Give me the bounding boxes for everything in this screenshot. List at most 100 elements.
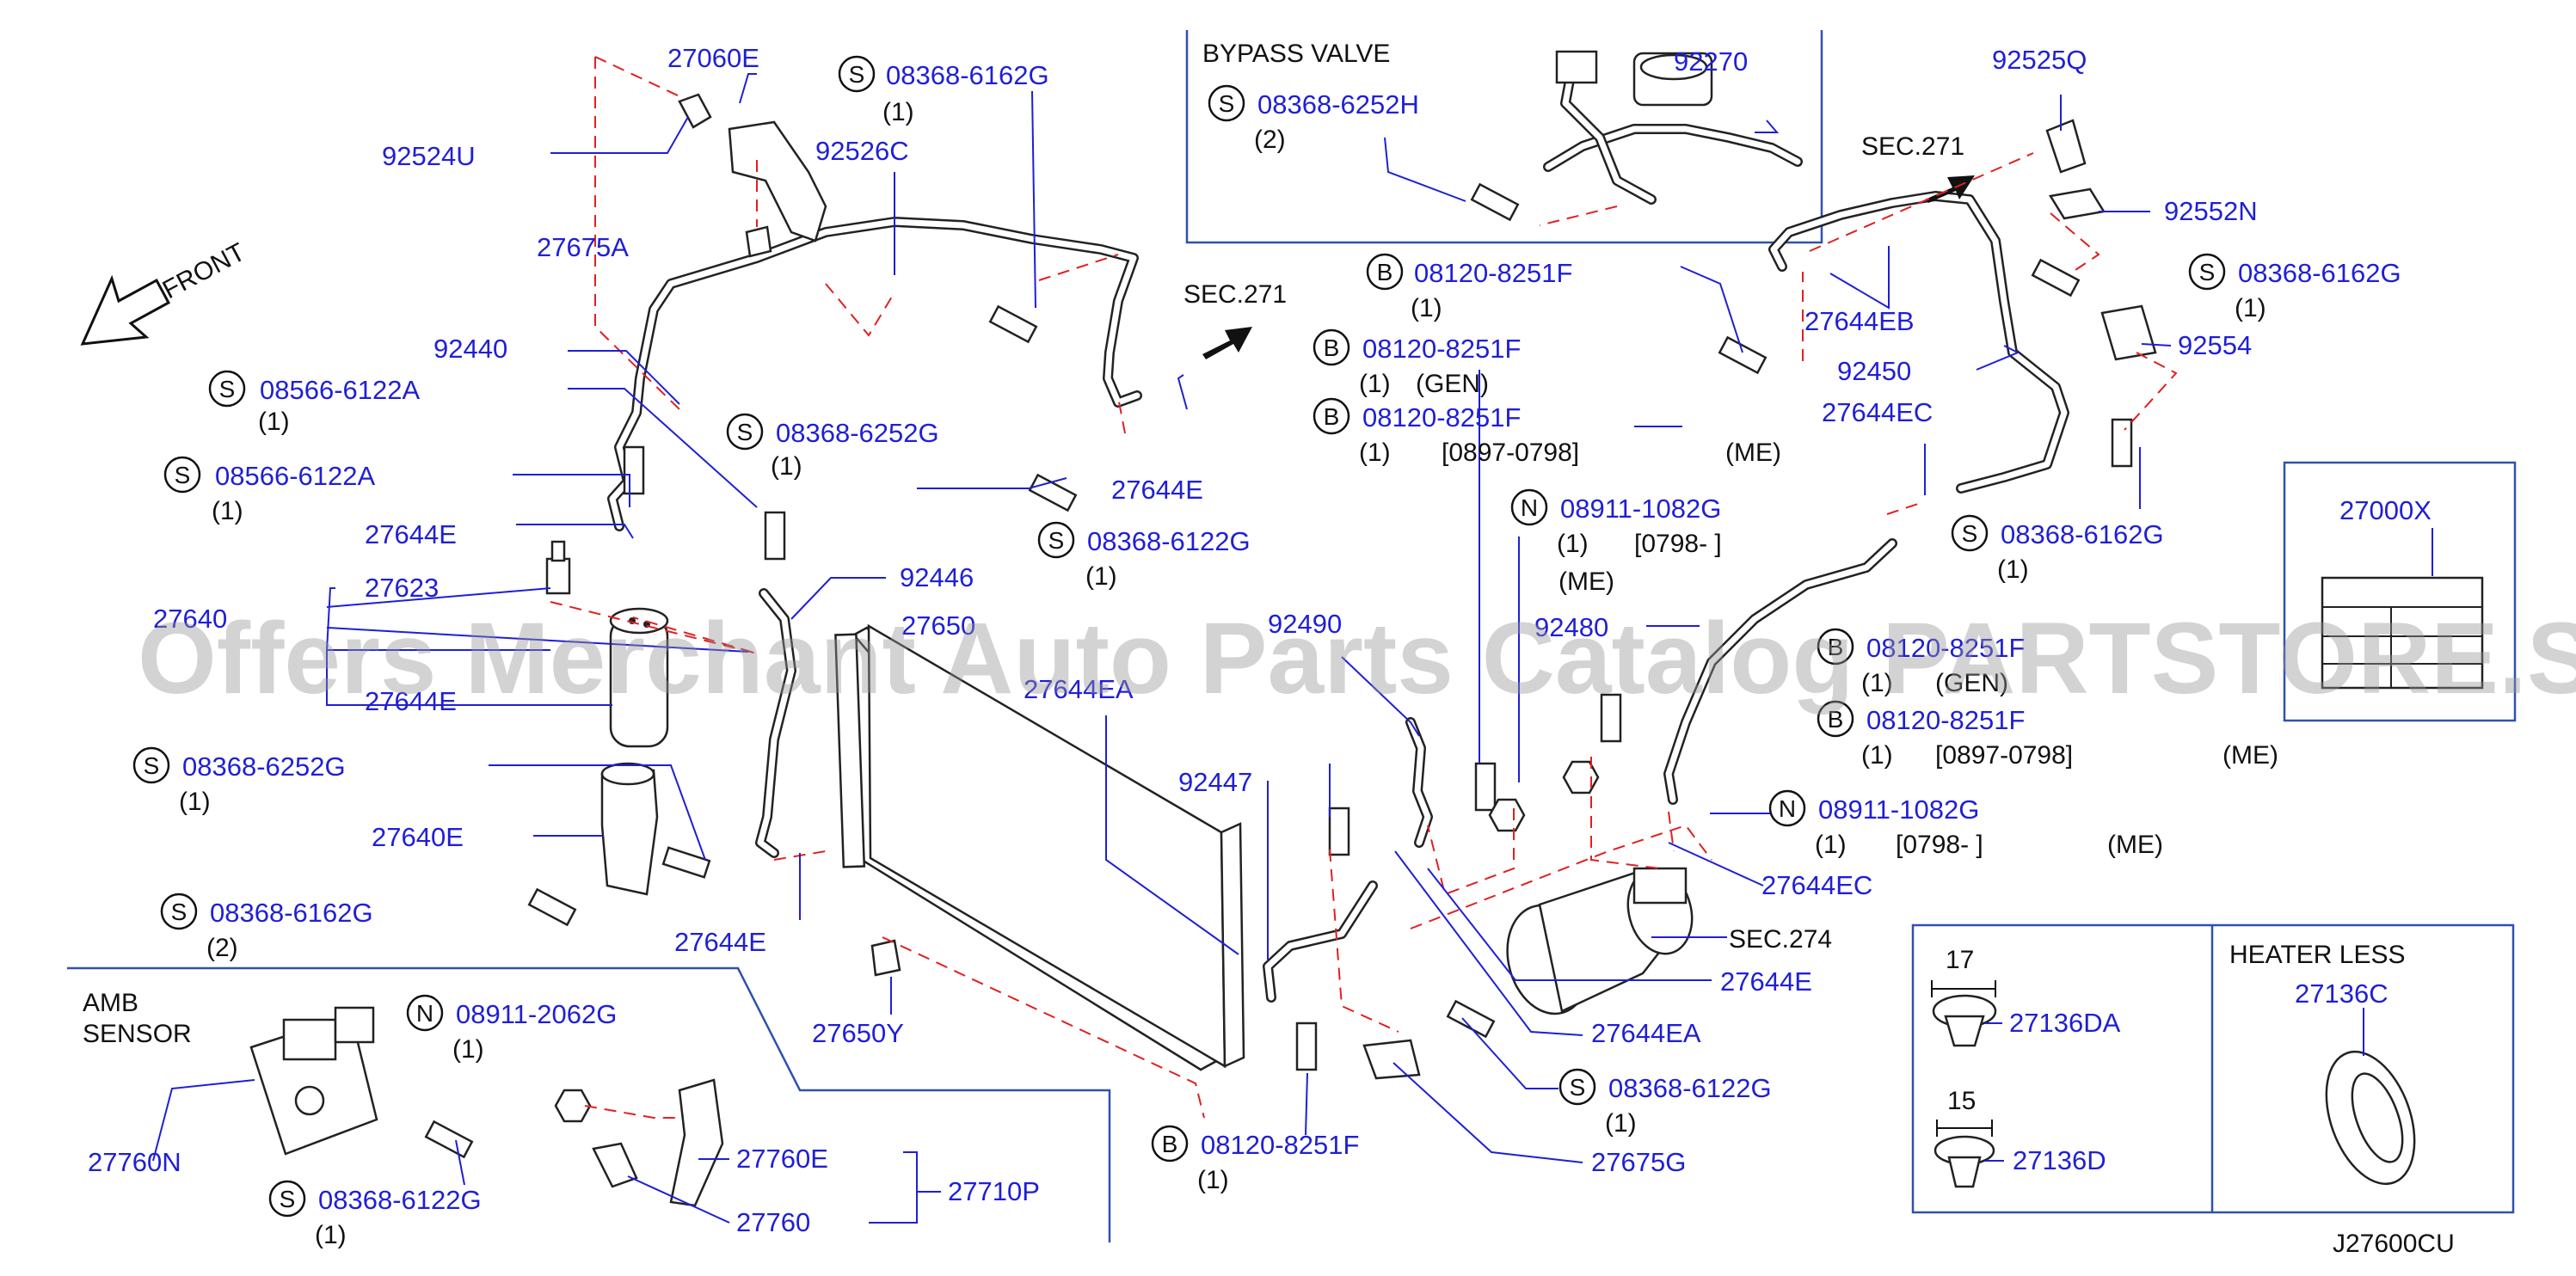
- svg-text:B: B: [1324, 334, 1340, 361]
- arrow-icon: [1202, 175, 1975, 359]
- svg-text:08368-6122G: 08368-6122G: [318, 1185, 482, 1215]
- fastener-4: S 08368-6252G (1): [132, 746, 346, 816]
- pipe-92450: [1768, 191, 2069, 494]
- svg-text:(1): (1): [1605, 1109, 1637, 1138]
- clip-92524u: [678, 93, 712, 129]
- svg-text:(1): (1): [1359, 439, 1391, 467]
- part-label-27644ec-1: 27644EC: [1822, 397, 1933, 427]
- clip-27136da: [1932, 994, 1997, 1047]
- part-label-27644ea-1: 27644EA: [1024, 674, 1134, 704]
- part-label-27644eb: 27644EB: [1804, 306, 1915, 336]
- part-label-92526c: 92526C: [815, 136, 909, 166]
- fastener-6: S 08368-6122G (1): [1037, 521, 1251, 591]
- part-label-92270: 92270: [1674, 46, 1748, 77]
- svg-text:(1): (1): [212, 497, 243, 525]
- pipe-92480: [1663, 538, 1897, 805]
- bolt-icons: [424, 182, 2133, 1159]
- svg-text:(1): (1): [1557, 530, 1589, 558]
- bypass-valve-title: BYPASS VALVE: [1202, 40, 1390, 68]
- compressor-sec274: [1506, 867, 1694, 1015]
- part-label-92447: 92447: [1178, 767, 1252, 797]
- leader-lines: [152, 73, 2433, 1224]
- svg-text:08368-6122G: 08368-6122G: [1608, 1073, 1772, 1103]
- svg-text:S: S: [219, 376, 236, 402]
- svg-text:(1): (1): [1197, 1166, 1229, 1194]
- svg-text:(2): (2): [206, 934, 238, 962]
- svg-text:(ME): (ME): [2222, 741, 2278, 770]
- amb-sensor-section-line: [67, 966, 1111, 1242]
- part-label-92490: 92490: [1268, 609, 1342, 639]
- bracket-92554: [2100, 304, 2157, 361]
- svg-text:[0798- ]: [0798- ]: [1896, 831, 1983, 859]
- svg-text:(1): (1): [1359, 370, 1391, 398]
- part-label-27136da: 27136DA: [2009, 1008, 2121, 1038]
- svg-text:S: S: [737, 419, 753, 445]
- svg-text:B: B: [1324, 403, 1340, 430]
- bracket-27675g: [1362, 1039, 1421, 1080]
- svg-text:(1): (1): [1997, 555, 2029, 584]
- fastener-2: S 08566-6122A (1): [163, 456, 375, 525]
- svg-text:08911-1082G: 08911-1082G: [1818, 794, 1979, 825]
- svg-text:08368-6162G: 08368-6162G: [886, 60, 1049, 90]
- part-label-27760n: 27760N: [88, 1147, 181, 1177]
- svg-text:[0897-0798]: [0897-0798]: [1442, 439, 1579, 467]
- part-label-27136c: 27136C: [2295, 978, 2388, 1009]
- grommet-27136c: [2325, 1050, 2416, 1186]
- fastener-13: S 08368-6162G (1): [1951, 514, 2164, 584]
- amb-sensor-27760n: [249, 1006, 378, 1156]
- fastener-3: S 08368-6252G (1): [726, 413, 939, 481]
- fastener-18: B 08120-8251F (1): [1151, 1125, 1359, 1194]
- svg-text:08120-8251F: 08120-8251F: [1866, 705, 2025, 735]
- svg-text:(1): (1): [1815, 831, 1847, 859]
- bracket-27640e: [600, 762, 659, 896]
- fastener-5: S 08368-6162G (2): [160, 893, 373, 962]
- section-titles: BYPASS VALVE HEATER LESS AMB SENSOR SEC.…: [83, 40, 2455, 1258]
- svg-text:S: S: [175, 462, 191, 488]
- heater-less-title: HEATER LESS: [2229, 941, 2406, 969]
- fastener-14: B 08120-8251F (1) (GEN): [1817, 628, 2025, 697]
- bypass-valve-92270: [1555, 50, 1713, 107]
- clip-27760: [592, 1142, 638, 1188]
- svg-text:(1): (1): [2235, 294, 2266, 322]
- svg-text:(ME): (ME): [1559, 567, 1614, 596]
- watermark: Offers Merchant Auto Parts Catalog PARTS…: [138, 602, 2576, 715]
- fastener-20: S 08368-6122G (1): [268, 1180, 482, 1249]
- part-label-27644e-5: 27644E: [1720, 966, 1812, 997]
- dimension-marks: [1931, 980, 1996, 1137]
- svg-text:08120-8251F: 08120-8251F: [1866, 633, 2025, 663]
- fastener-labels: S 08368-6162G (1) S 08566-6122A (1) S 08…: [132, 55, 2401, 1249]
- svg-text:S: S: [144, 752, 160, 779]
- svg-text:(1): (1): [882, 98, 914, 126]
- svg-text:S: S: [1048, 527, 1065, 554]
- part-label-27060e: 27060E: [667, 43, 759, 73]
- clip-27136d: [1934, 1135, 1995, 1188]
- svg-text:08911-1082G: 08911-1082G: [1560, 494, 1721, 524]
- assembly-lines: [550, 56, 2178, 1119]
- bypass-valve-frame: [1185, 30, 1823, 244]
- fastener-12: S 08368-6162G (1): [2188, 253, 2401, 322]
- fastener-1: S 08566-6122A (1): [208, 370, 420, 436]
- part-label-27623: 27623: [365, 573, 439, 603]
- svg-text:S: S: [1219, 90, 1235, 117]
- svg-text:(ME): (ME): [1725, 439, 1781, 467]
- part-labels: 27060E 92524U 92526C 27675A 92440 27644E…: [88, 43, 2432, 1237]
- bracket-27060e: [728, 120, 827, 242]
- svg-text:S: S: [849, 61, 865, 88]
- svg-text:(1): (1): [258, 408, 290, 436]
- part-label-27640: 27640: [153, 604, 227, 634]
- fastener-19: N 08911-2062G (1): [406, 994, 617, 1064]
- part-label-92480: 92480: [1534, 612, 1608, 642]
- fastener-10: B 08120-8251F (1) [0897-0798] (ME): [1313, 397, 1781, 467]
- svg-text:08911-2062G: 08911-2062G: [456, 999, 617, 1029]
- svg-text:[0798- ]: [0798- ]: [1634, 530, 1722, 558]
- part-label-27644e-4: 27644E: [1111, 475, 1203, 505]
- part-label-92554: 92554: [2178, 330, 2252, 360]
- svg-text:08566-6122A: 08566-6122A: [260, 375, 420, 405]
- bracket-27760e: [669, 1078, 724, 1207]
- part-label-27000x: 27000X: [2339, 495, 2432, 525]
- svg-text:(GEN): (GEN): [1416, 370, 1489, 398]
- svg-text:08368-6122G: 08368-6122G: [1087, 526, 1251, 556]
- svg-text:(GEN): (GEN): [1935, 669, 2008, 697]
- svg-text:B: B: [1828, 634, 1844, 660]
- fastener-9: B 08120-8251F (1) (GEN): [1313, 328, 1521, 398]
